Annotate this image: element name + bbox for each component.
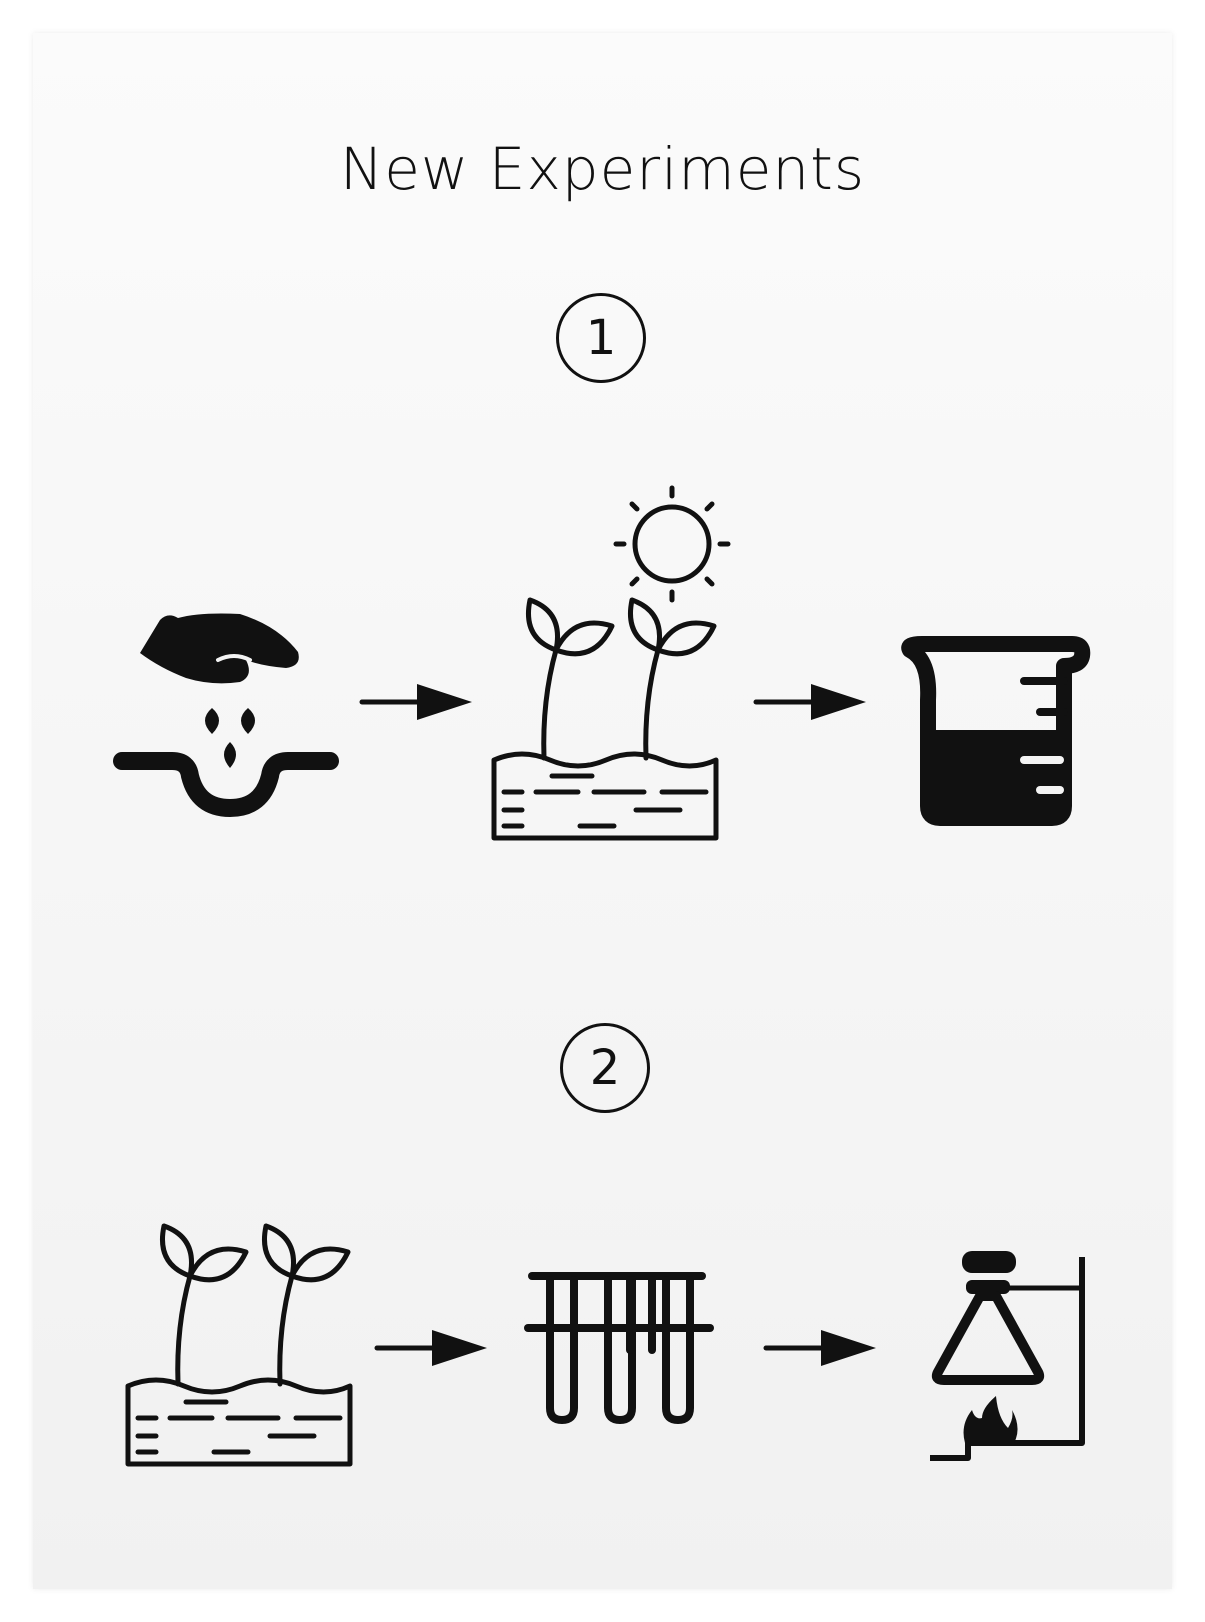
- sun-icon: [613, 485, 731, 603]
- beaker-icon: [901, 636, 1091, 826]
- page-title: New Experiments: [339, 135, 866, 203]
- sprouts-in-soil-icon-2: [128, 1226, 350, 1464]
- arrow-right-icon: [362, 684, 472, 720]
- arrow-right-icon: [756, 684, 866, 720]
- step-2-number: 2: [560, 1023, 650, 1113]
- test-tube-rack-icon: [524, 1272, 714, 1425]
- arrow-right-icon: [377, 1330, 487, 1366]
- arrow-right-icon: [766, 1330, 876, 1366]
- hand-planting-seeds-icon: [113, 613, 339, 817]
- flask-over-burner-icon: [930, 1251, 1085, 1461]
- step-1-number: 1: [556, 293, 646, 383]
- sprouts-in-soil-icon: [494, 600, 716, 838]
